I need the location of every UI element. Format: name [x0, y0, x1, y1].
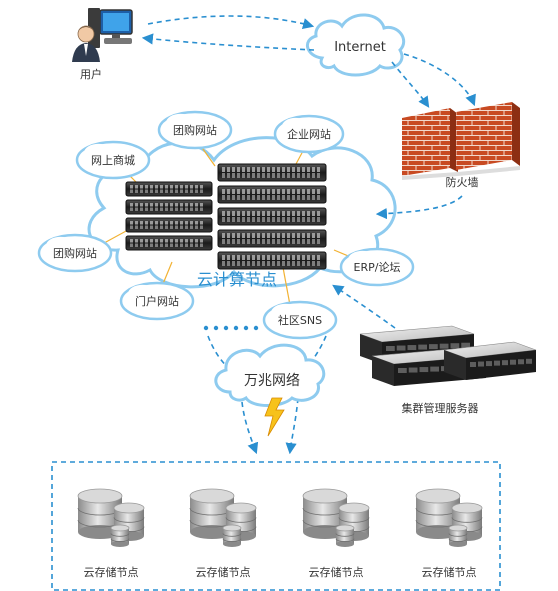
rack-unit — [125, 181, 213, 197]
storage-node-label: 云存储节点 — [196, 565, 251, 579]
rack-unit — [217, 207, 327, 226]
server-icon — [359, 325, 537, 386]
site-bubble-label: 团购网站 — [173, 123, 217, 137]
storage-node: 云存储节点 — [415, 488, 483, 579]
storage-disk-icon — [302, 488, 370, 547]
user-label: 用户 — [80, 67, 102, 81]
network-link-left — [207, 335, 236, 374]
storage-node: 云存储节点 — [77, 488, 145, 579]
storage-node-label: 云存储节点 — [84, 565, 139, 579]
site-bubble: 社区SNS — [262, 300, 338, 340]
storage-node-label: 云存储节点 — [422, 565, 477, 579]
site-bubbles: 团购网站企业网站网上商城团购网站门户网站社区SNSERP/论坛 — [37, 110, 415, 340]
site-bubble: 网上商城 — [75, 140, 151, 180]
network-cloud — [214, 343, 326, 407]
storage-disk-icon — [77, 488, 145, 547]
internet-cloud — [306, 13, 406, 77]
site-bubble-label: 企业网站 — [287, 127, 331, 141]
storage-node: 云存储节点 — [302, 488, 370, 579]
rack-unit — [125, 199, 213, 215]
brick-wall-icon — [402, 102, 520, 180]
rack-server-icon — [125, 163, 327, 270]
site-bubble-label: 社区SNS — [278, 313, 322, 327]
storage-group: 云存储节点 云存储节点 云存储节点 云存储节点 — [77, 488, 483, 579]
site-bubble: 企业网站 — [273, 114, 345, 154]
internet-label: Internet — [334, 40, 386, 55]
user-computer-icon — [72, 8, 133, 62]
site-bubble: ERP/论坛 — [339, 247, 415, 287]
rack-unit — [125, 217, 213, 233]
site-bubble-label: 门户网站 — [135, 294, 179, 308]
site-bubble-label: ERP/论坛 — [354, 260, 401, 274]
cloud-core-label: 云计算节点 — [197, 270, 277, 289]
rack-unit — [217, 185, 327, 204]
site-bubble: 门户网站 — [119, 281, 195, 321]
cluster-label: 集群管理服务器 — [402, 401, 479, 415]
rack-unit — [125, 235, 213, 251]
site-bubble: 团购网站 — [157, 110, 233, 150]
firewall-label: 防火墙 — [446, 175, 479, 189]
rack-unit — [217, 163, 327, 182]
storage-node-label: 云存储节点 — [309, 565, 364, 579]
data-flow-arrows — [141, 15, 476, 455]
dotted-connector — [203, 325, 259, 331]
storage-node: 云存储节点 — [189, 488, 257, 579]
site-bubble-label: 团购网站 — [53, 246, 97, 260]
site-bubble: 团购网站 — [37, 233, 113, 273]
site-bubble-label: 网上商城 — [91, 153, 135, 167]
rack-unit — [217, 251, 327, 270]
server-unit — [443, 341, 537, 380]
storage-disk-icon — [189, 488, 257, 547]
rack-unit — [217, 229, 327, 248]
network-label: 万兆网络 — [244, 373, 300, 389]
storage-disk-icon — [415, 488, 483, 547]
lightning-bolt-icon — [264, 397, 285, 437]
